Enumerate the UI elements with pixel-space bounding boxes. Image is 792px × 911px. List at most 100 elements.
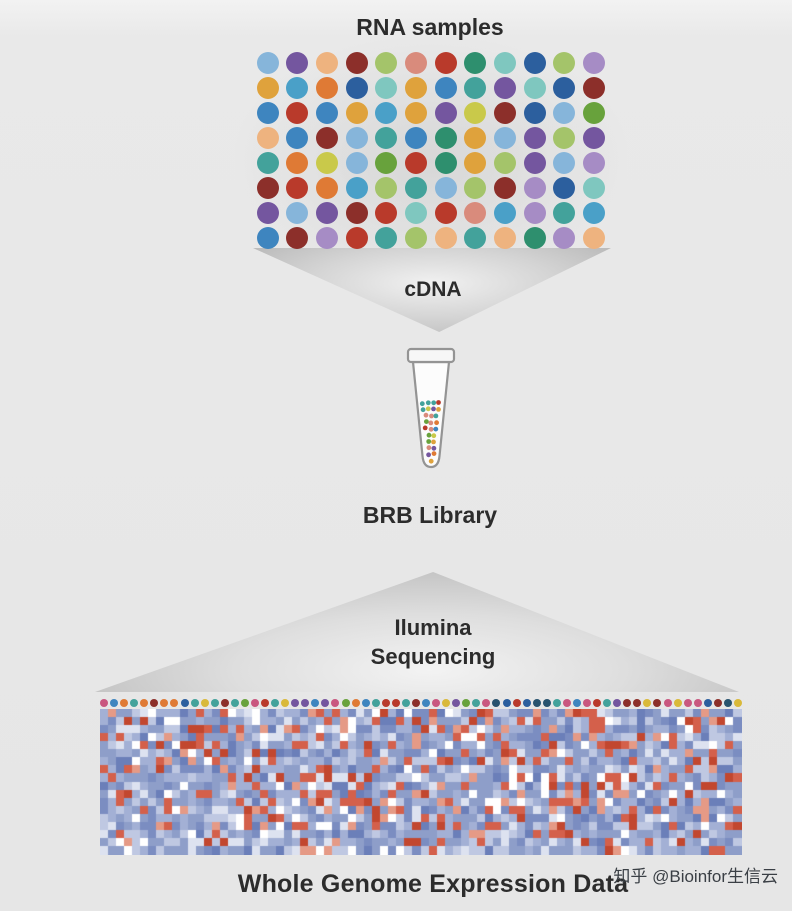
heatmap-sample-dot bbox=[522, 698, 531, 707]
rna-sample-dot bbox=[553, 76, 576, 99]
rna-sample-dot bbox=[375, 176, 398, 199]
heatmap-sample-dot bbox=[321, 698, 330, 707]
whole-genome-label: Whole Genome Expression Data bbox=[237, 870, 629, 898]
rna-sample-dot bbox=[434, 176, 457, 199]
tube-sample-dot bbox=[425, 400, 431, 406]
rna-sample-dot bbox=[286, 101, 309, 124]
rna-sample-dot bbox=[583, 201, 606, 224]
heatmap-sample-dot bbox=[110, 698, 119, 707]
heatmap-sample-dot bbox=[170, 698, 179, 707]
heatmap-sample-dot bbox=[210, 698, 219, 707]
tube-sample-dot bbox=[422, 425, 428, 431]
heatmap-sample-dot bbox=[472, 698, 481, 707]
heatmap-sample-dot bbox=[180, 698, 189, 707]
tube-sample-dot bbox=[426, 445, 432, 451]
rna-sample-dot bbox=[553, 101, 576, 124]
rna-sample-dot bbox=[286, 126, 309, 149]
heatmap-sample-dot bbox=[663, 698, 672, 707]
rna-sample-dot bbox=[256, 101, 279, 124]
tube-sample-dot bbox=[431, 439, 436, 445]
heatmap-sample-dot bbox=[432, 698, 441, 707]
tube-sample-dots bbox=[419, 400, 441, 464]
tube-sample-dot bbox=[423, 412, 429, 418]
rna-sample-dot bbox=[286, 176, 309, 199]
rna-sample-dot bbox=[553, 126, 576, 149]
rna-sample-dot bbox=[256, 151, 279, 174]
rna-sample-dot bbox=[286, 151, 309, 174]
tube-sample-dot bbox=[434, 420, 439, 426]
heatmap-sample-dot bbox=[512, 698, 521, 707]
illumina-line1: Ilumina bbox=[394, 615, 472, 640]
heatmap-sample-dot bbox=[190, 698, 199, 707]
tube-sample-dot bbox=[425, 406, 431, 412]
heatmap-sample-dot bbox=[150, 698, 159, 707]
rna-sample-dot bbox=[464, 176, 487, 199]
rna-sample-dot bbox=[553, 201, 576, 224]
heatmap-sample-dot bbox=[502, 698, 511, 707]
tube-sample-dot bbox=[424, 419, 429, 424]
rna-sample-dot bbox=[316, 101, 339, 124]
heatmap-sample-dot bbox=[673, 698, 682, 707]
heatmap-sample-dot bbox=[583, 698, 591, 707]
heatmap-sample-dot bbox=[623, 698, 632, 707]
tube-sample-dot bbox=[429, 413, 434, 419]
illumina-line2: Sequencing bbox=[370, 644, 496, 669]
rna-sample-dot bbox=[345, 76, 368, 99]
tube-sample-dot bbox=[428, 420, 434, 426]
rna-sample-dot bbox=[375, 151, 398, 174]
tube-sample-dot bbox=[436, 407, 441, 412]
tube-sample-dot bbox=[428, 426, 434, 432]
rna-sample-dot bbox=[345, 201, 368, 224]
rna-sample-dot bbox=[316, 226, 339, 249]
heatmap-sample-dot bbox=[100, 698, 108, 707]
tube-sample-dot bbox=[428, 458, 434, 464]
heatmap-sample-dot bbox=[351, 698, 360, 707]
heatmap-sample-dot bbox=[220, 698, 229, 707]
rna-sample-dot bbox=[583, 126, 606, 149]
heatmap-sample-dot bbox=[603, 698, 612, 707]
rna-sample-dot bbox=[494, 126, 517, 149]
heatmap-sample-dot bbox=[391, 698, 400, 707]
tube-sample-dot bbox=[431, 433, 437, 439]
tube-icon-svg bbox=[406, 347, 456, 469]
heatmap-sample-dot bbox=[271, 698, 280, 707]
tube-sample-dot bbox=[433, 413, 439, 419]
rna-sample-dot bbox=[434, 151, 457, 174]
rna-sample-dot bbox=[405, 151, 428, 174]
rna-sample-dot bbox=[583, 226, 606, 249]
rna-sample-dot bbox=[316, 76, 339, 99]
heatmap-sample-dot bbox=[422, 698, 430, 707]
rna-sample-dot bbox=[464, 151, 487, 174]
rna-sample-dot bbox=[434, 76, 457, 99]
rna-sample-dot bbox=[375, 226, 398, 249]
heatmap-sample-dot bbox=[593, 698, 602, 707]
rna-sample-dot bbox=[256, 226, 279, 249]
heatmap-sample-dot bbox=[733, 698, 742, 707]
tube-sample-dot bbox=[431, 406, 436, 412]
rna-sample-dot bbox=[286, 201, 309, 224]
rna-sample-dot bbox=[256, 201, 279, 224]
rna-sample-dot bbox=[494, 76, 517, 99]
rna-sample-dot bbox=[553, 151, 576, 174]
rna-sample-dot bbox=[494, 226, 517, 249]
dot-grid-shadow bbox=[235, 36, 627, 264]
heatmap-sample-dot bbox=[361, 698, 370, 707]
rna-sample-dot bbox=[375, 201, 398, 224]
rna-sample-dot bbox=[256, 176, 279, 199]
rna-sample-dot bbox=[523, 101, 546, 124]
heatmap-sample-dot bbox=[311, 698, 320, 707]
rna-sample-dot bbox=[464, 201, 487, 224]
heatmap-sample-dot bbox=[552, 698, 561, 707]
rna-sample-dot bbox=[375, 126, 398, 149]
heatmap-sample-dot bbox=[572, 698, 581, 707]
rna-sample-dot bbox=[405, 51, 428, 74]
rna-sample-dot bbox=[434, 51, 457, 74]
illumina-sequencing-label: Ilumina Sequencing bbox=[371, 613, 496, 671]
heatmap-sample-dot bbox=[341, 698, 350, 707]
rna-sample-dot bbox=[434, 101, 457, 124]
heatmap-sample-dot bbox=[653, 698, 662, 707]
rna-sample-dot bbox=[523, 201, 546, 224]
rna-sample-dot-grid bbox=[253, 50, 609, 250]
rna-sample-dot bbox=[316, 176, 339, 199]
rna-sample-dot bbox=[256, 51, 279, 74]
